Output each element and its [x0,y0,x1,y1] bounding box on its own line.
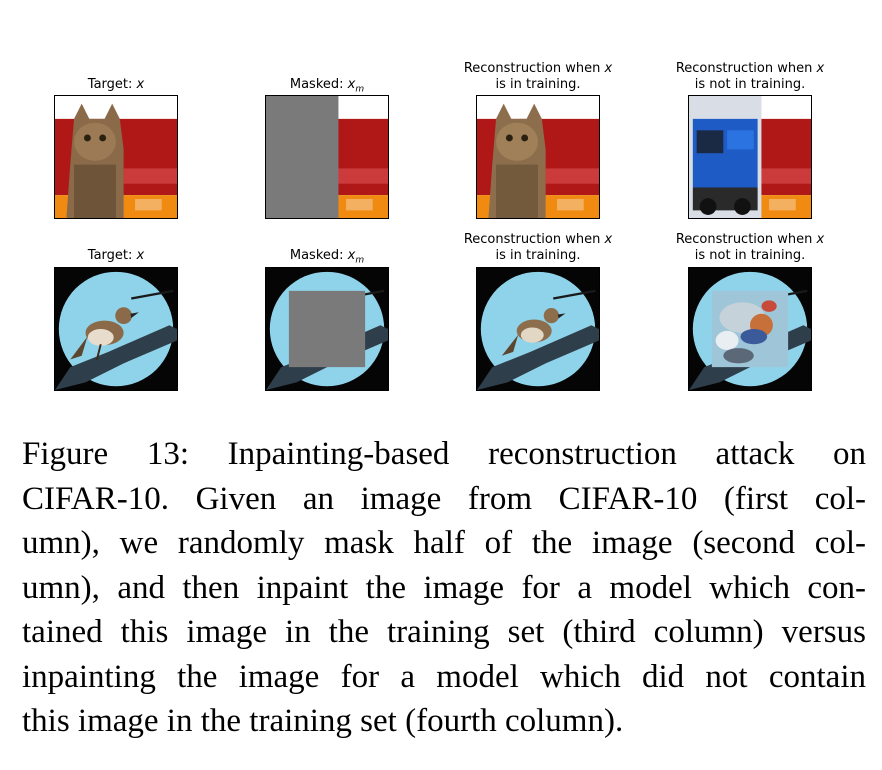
title-line: Target: x [87,77,145,92]
title-line: Reconstruction when x [463,61,613,76]
title-line: Reconstruction when x [675,232,825,247]
image-bird-masked [265,267,389,391]
image-bird-target [54,267,178,391]
title-line: Masked: xm [289,77,365,95]
panel-title-r2-c3: Reconstruction when x is in training. [443,232,633,264]
image-blurry-reconstructed [688,267,812,391]
panel-title-r1-c2: Masked: xm [232,77,422,98]
image-truck-reconstructed [688,95,812,219]
image-cat-masked [265,95,389,219]
panel-title-r2-c4: Reconstruction when x is not in training… [655,232,845,264]
image-cat-reconstructed [476,95,600,219]
title-line: is not in training. [694,248,806,263]
caption-line: umn), and then inpaint the image for a m… [22,569,866,606]
caption-line: inpainting the image for a model which d… [22,658,866,695]
panel-title-r1-c3: Reconstruction when x is in training. [443,61,633,93]
title-line: is not in training. [694,77,806,92]
image-bird-reconstructed [476,267,600,391]
title-line: Target: x [87,248,145,263]
panel-title-r1-c4: Reconstruction when x is not in training… [655,61,845,93]
panel-title-r2-c2: Masked: xm [232,248,422,269]
caption-line: umn), we randomly mask half of the image… [22,525,866,561]
caption-line: this image in the training set (fourth c… [22,703,624,739]
figure-caption: Figure 13: Inpainting-based reconstructi… [22,432,866,744]
panel-title-r2-c1: Target: x [21,248,211,264]
title-line: is in training. [495,248,581,263]
title-line: Masked: xm [289,248,365,266]
caption-line: CIFAR-10. Given an image from CIFAR-10 (… [22,480,866,517]
image-cat-target [54,95,178,219]
panel-title-r1-c1: Target: x [21,77,211,93]
title-line: Reconstruction when x [675,61,825,76]
title-line: Reconstruction when x [463,232,613,247]
title-line: is in training. [495,77,581,92]
caption-line: Figure 13: Inpainting-based reconstructi… [22,436,866,472]
caption-line: tained this image in the training set (t… [22,614,866,650]
